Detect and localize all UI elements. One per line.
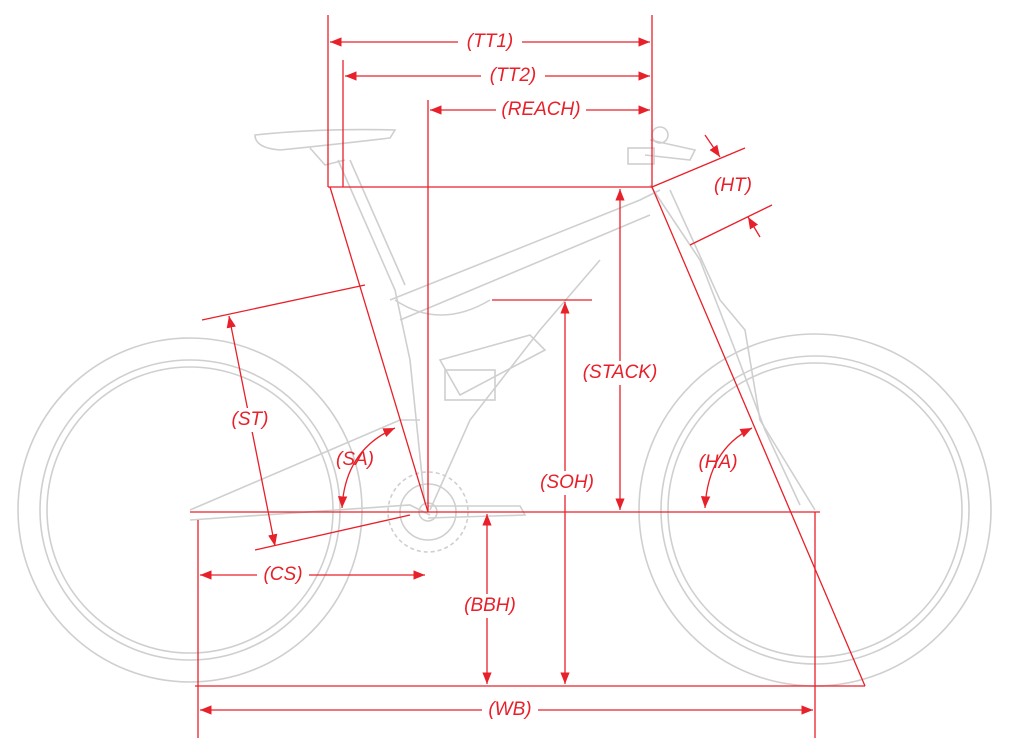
- label-st: (ST): [232, 409, 269, 430]
- dimension-lines: [190, 15, 866, 738]
- label-reach: (REACH): [501, 99, 580, 120]
- label-bbh: (BBH): [464, 595, 516, 616]
- ht-arrow-top: [704, 134, 721, 158]
- label-soh: (SOH): [540, 472, 594, 493]
- frame: [189, 159, 816, 521]
- label-ht: (HT): [714, 175, 752, 196]
- ha-arc: [700, 427, 753, 509]
- label-ha: (HA): [698, 452, 737, 473]
- label-wb: (WB): [488, 699, 531, 720]
- label-stack: (STACK): [583, 362, 658, 383]
- sa-arc: [337, 427, 396, 509]
- ht-arrow-bottom: [747, 216, 761, 238]
- stem-handlebar: [627, 126, 697, 165]
- saddle: [254, 128, 397, 166]
- label-cs: (CS): [263, 564, 302, 585]
- label-tt2: (TT2): [490, 65, 536, 86]
- dimension-labels: (TT1) (TT2) (REACH) (HT) (STACK) (ST) (S…: [228, 30, 752, 722]
- label-tt1: (TT1): [467, 31, 513, 52]
- label-sa: (SA): [336, 449, 374, 470]
